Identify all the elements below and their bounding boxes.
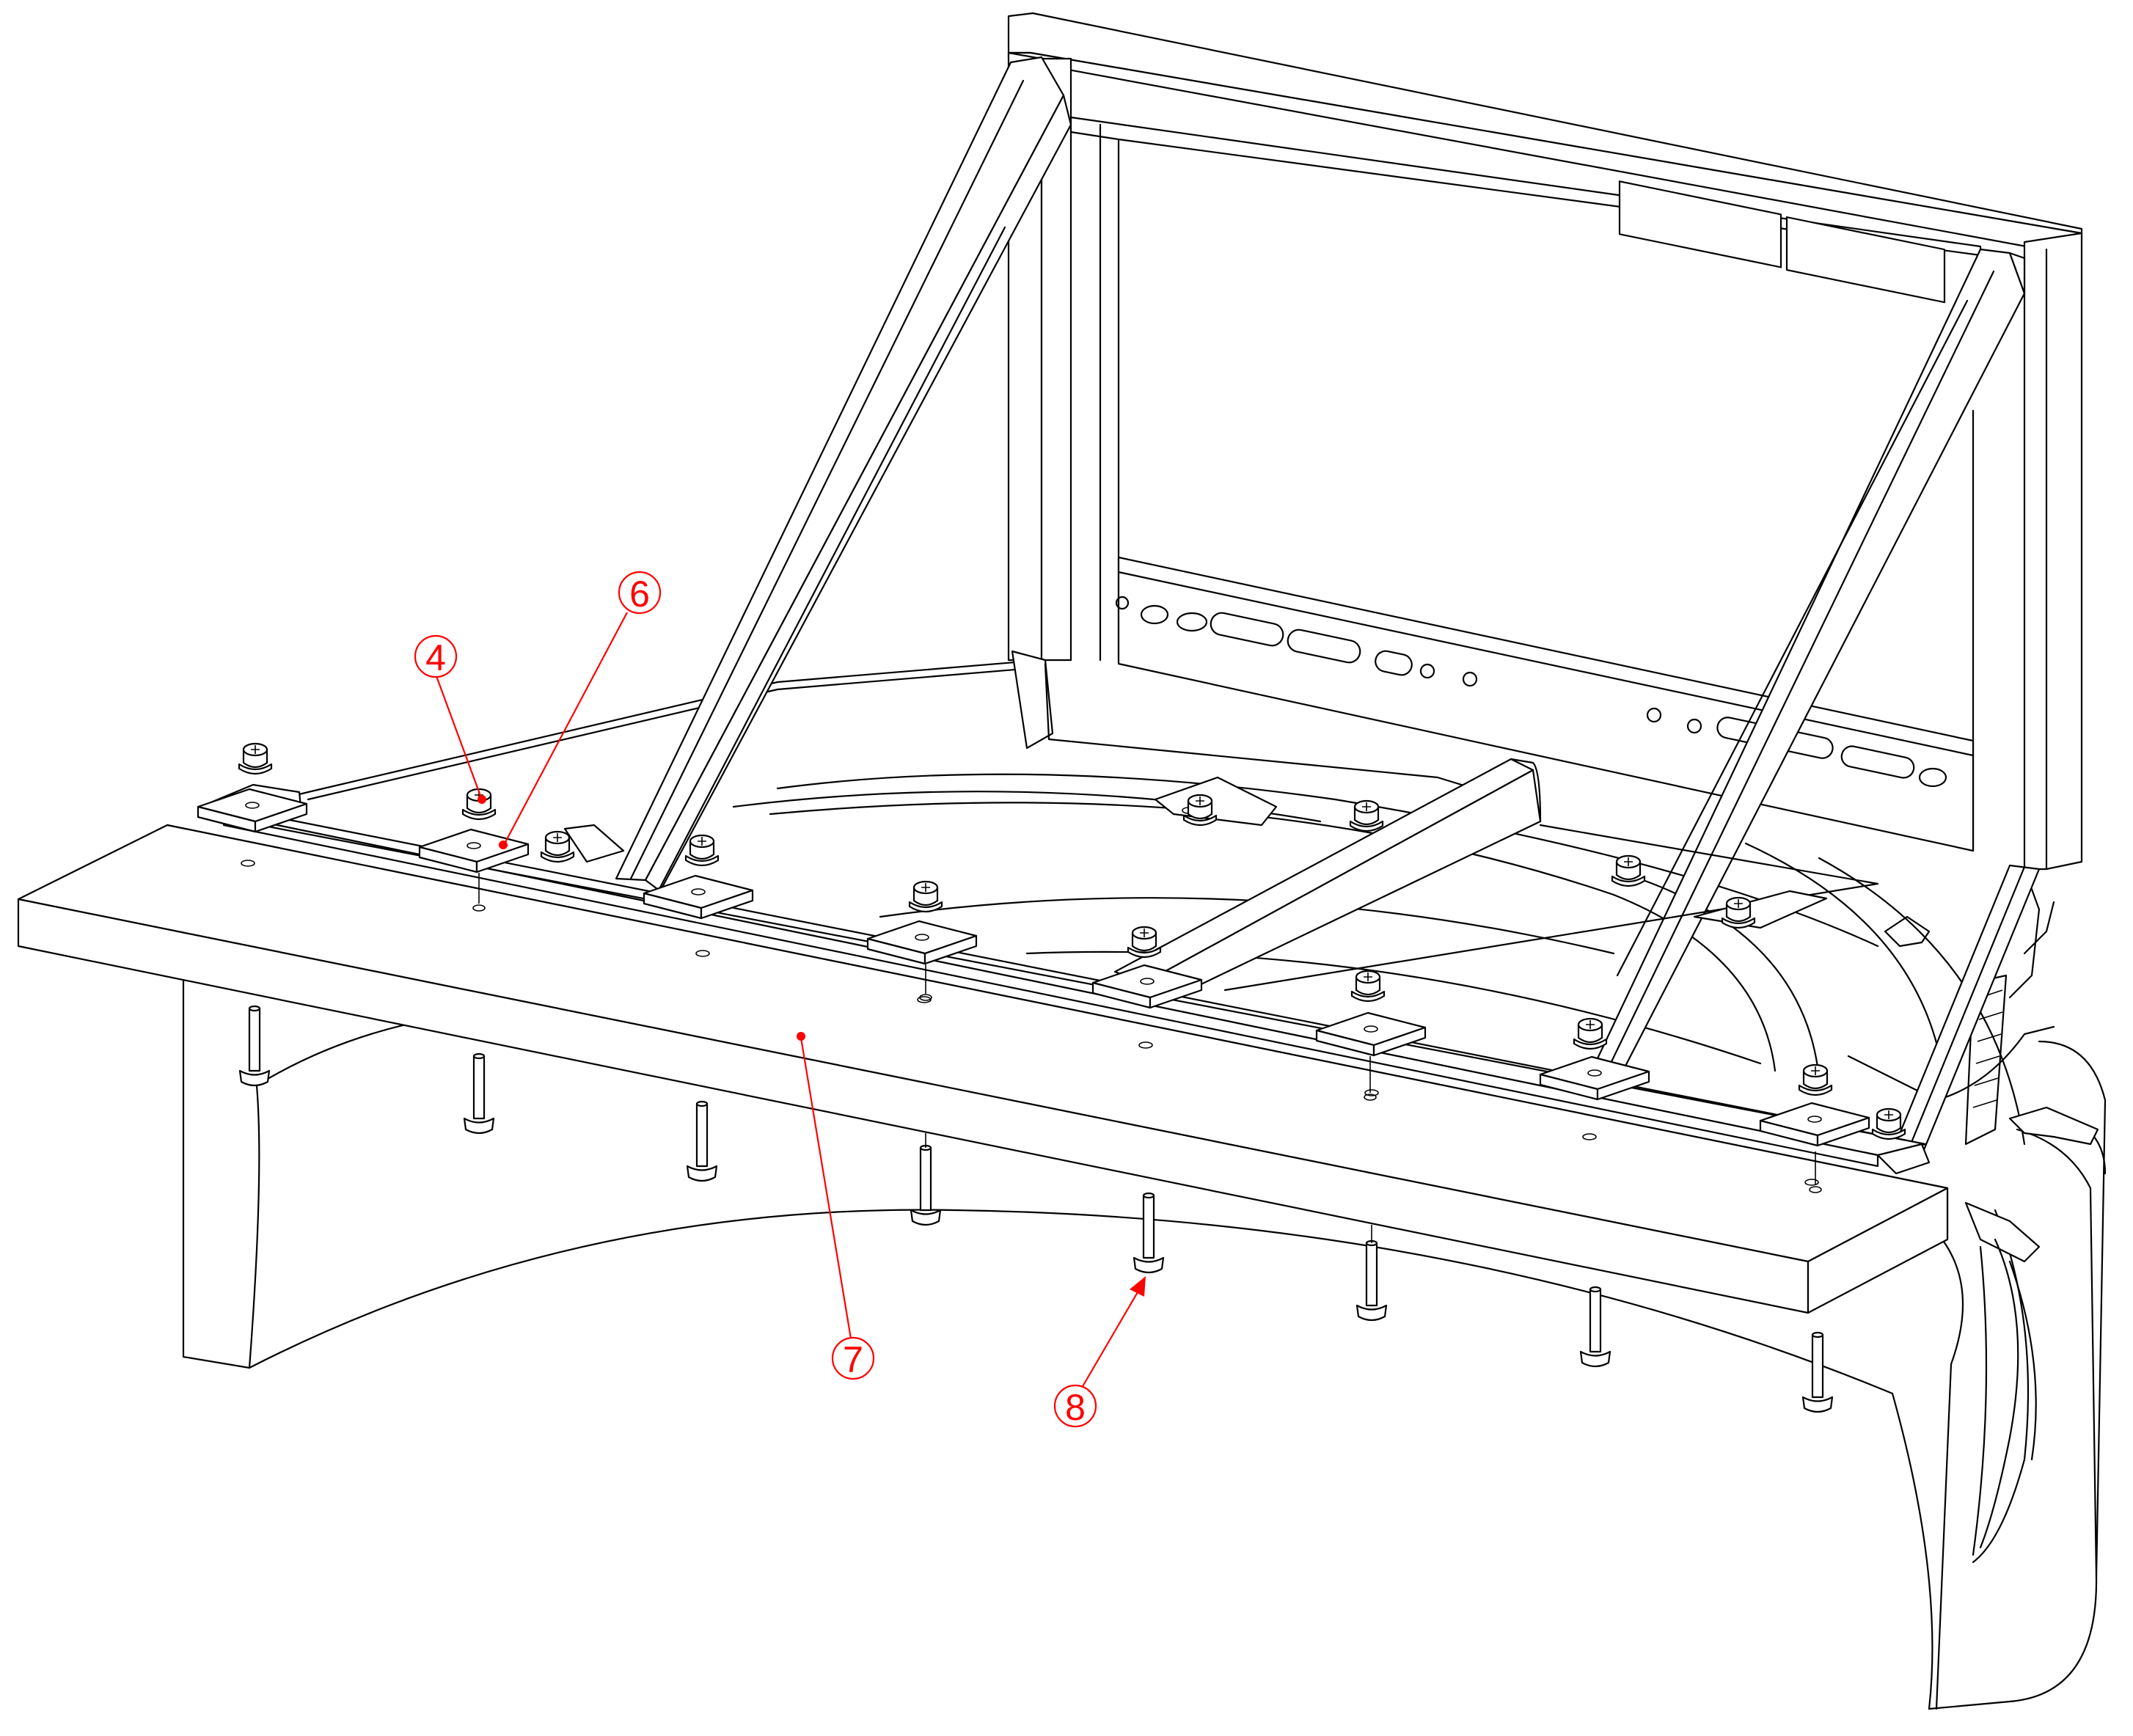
left-diagonal-strut: [615, 56, 1072, 893]
callout-8-label: 8: [1065, 1387, 1086, 1428]
front-board: [17, 813, 1949, 1314]
corner-plate: [202, 776, 1828, 929]
callout-4-label: 4: [425, 637, 446, 678]
callout-8: 8: [1053, 1276, 1146, 1428]
base-body: [182, 650, 2107, 1710]
hole-center-lines: [472, 873, 1822, 1193]
bolts: [238, 1005, 1834, 1413]
top-frame: [1007, 12, 2083, 871]
callout-6-label: 6: [629, 574, 650, 615]
callout-7-label: 7: [843, 1339, 863, 1380]
callout-7: 7: [797, 1032, 875, 1380]
right-diagonal-strut: [1590, 248, 2041, 1157]
callout-4: 4: [414, 634, 486, 804]
callout-6: 6: [499, 571, 662, 849]
